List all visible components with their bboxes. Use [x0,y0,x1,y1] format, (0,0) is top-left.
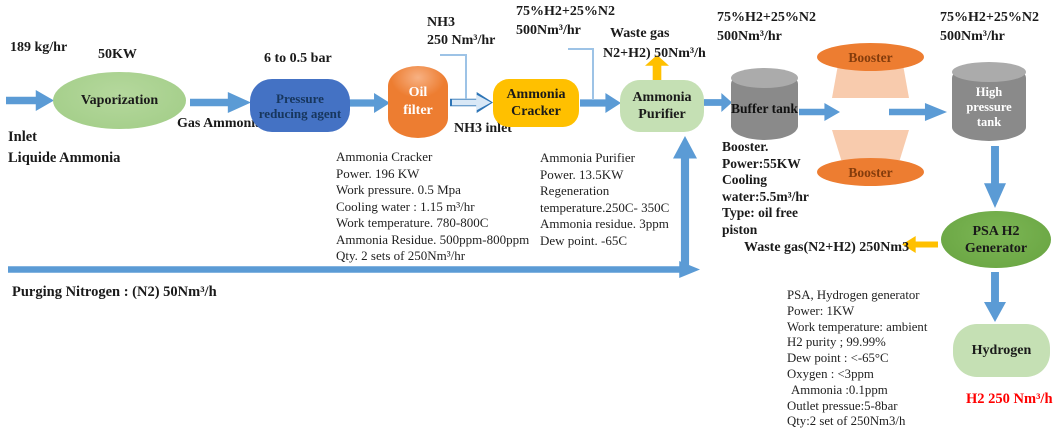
arrow-purifier-to-buffer [704,93,732,112]
booster-spec-line: Cooling [722,172,768,187]
psa-spec-line: Work temperature: ambient [787,319,928,334]
connector-mix1-v [592,48,594,100]
psa-spec-line: Ammonia :0.1ppm [791,382,888,397]
psa-spec-line: PSA, Hydrogen generator [787,288,920,302]
node-pressure-reducing-label: Pressure reducing agent [258,90,342,121]
label-mix2: 75%H2+25%N2 500Nm³/hr [717,8,816,46]
node-ammonia-purifier: Ammonia Purifier [620,80,704,132]
label-waste1-line2: N2+H2) 50Nm³/h [603,46,706,61]
psa-spec-line: H2 purity ; 99.99% [787,335,886,350]
arrow-booster-to-hightank [889,103,947,121]
node-vaporization: Vaporization [53,72,186,129]
arrow-psa-to-hydrogen [984,272,1006,322]
node-vaporization-label: Vaporization [80,93,159,108]
cracker-spec-line: Work temperature. 780-800C [336,215,489,230]
cracker-spec-line: Work pressure. 0.5 Mpa [336,182,461,197]
booster-spec-line: Booster. [722,139,769,154]
psa-spec-line: Qty:2 set of 250Nm3/h [787,414,906,429]
psa-spec-line: Power: 1KW [787,303,855,318]
node-pressure-reducing: Pressure reducing agent [250,79,350,132]
label-purging-nitrogen: Purging Nitrogen : (N2) 50Nm³/h [12,284,217,300]
booster-spec-line: Power:55KW [722,155,801,171]
arrow-fill [452,94,491,111]
label-mix2-line2: 500Nm³/hr [717,29,782,44]
booster-spec-block: Booster. Power:55KW Cooling water:5.5m³/… [722,139,809,238]
cracker-spec-line: Power. 196 KW [336,165,420,181]
label-inlet-line2: Liquide Ammonia [8,150,121,166]
node-psa-generator: PSA H2 Generator [941,211,1051,268]
node-high-pressure-tank-label: High pressure tank [966,85,1012,129]
connector-nh3-h [440,54,467,56]
cracker-spec-block: Ammonia Cracker Power. 196 KW Work press… [336,149,529,265]
arrow-pressure-to-oilfilter [348,93,390,113]
psa-spec-line: Dew point : <-65°C [787,351,889,366]
psa-spec-block: PSA, Hydrogen generator Power: 1KW Work … [787,288,927,430]
psa-spec-line: Oxygen : <3ppm [787,366,874,381]
label-waste-gas-1: Waste gas N2+H2) 50Nm³/h [603,24,706,64]
label-gas-ammonia: Gas Ammonia [177,116,263,131]
node-ammonia-purifier-label: Ammonia Purifier [632,90,692,122]
booster-spec-line: piston [722,221,758,237]
arrow-oilfilter-to-cracker [450,92,493,113]
node-ammonia-cracker: Ammonia Cracker [493,79,579,127]
purifier-spec-line: Ammonia Purifier [540,150,635,165]
label-mix3: 75%H2+25%N2 500Nm³/hr [940,8,1039,46]
arrow-hightank-to-psa [984,146,1006,208]
purifier-spec-line: temperature.250C- 350C [540,199,670,215]
node-hydrogen-label: Hydrogen [971,343,1032,358]
booster-spec-line: water:5.5m³/hr [722,188,809,204]
node-booster-top: Booster [817,43,924,71]
booster-funnel-top [832,68,909,98]
cracker-spec-line: Qty. 2 sets of 250Nm³/hr [336,248,466,263]
label-mix1: 75%H2+25%N2 500Nm³/hr [516,2,615,40]
node-buffer-tank-label: Buffer tank [731,101,798,116]
cracker-spec-line: Ammonia Residue. 500ppm-800ppm [336,231,530,247]
connector-mix1-h [568,48,594,50]
purifier-spec-line: Power. 13.5KW [540,166,624,182]
cracker-spec-line: Ammonia Cracker [336,149,433,164]
arrow-inlet [6,90,54,111]
purifier-spec-line: Regeneration [540,183,610,198]
node-oil-filter: Oil filter [388,66,448,138]
node-booster-bottom: Booster [817,158,924,186]
connector-nh3-v [465,54,467,99]
label-nh3-line2: 250 Nm³/hr [427,33,496,48]
label-mix3-line2: 500Nm³/hr [940,29,1005,44]
label-inlet: Inlet Liquide Ammonia [8,127,120,169]
node-high-pressure-tank: High pressure tank [952,62,1026,141]
cracker-spec-line: Cooling water : 1.15 m³/hr [336,198,475,214]
node-booster-top-label: Booster [848,49,893,65]
label-waste1-line1: Waste gas [610,26,670,41]
node-booster-bottom-label: Booster [848,164,893,180]
booster-spec-line: Type: oil free [722,205,798,220]
booster-funnel-bottom [832,130,909,160]
arrow-vaporization-to-pressure [190,92,251,113]
purifier-spec-line: Dew point. -65C [540,232,628,248]
purifier-spec-line: Ammonia residue. 3ppm [540,216,669,231]
arrow-cracker-to-purifier [580,93,621,113]
psa-spec-line: Outlet pressue:5-8bar [787,398,898,413]
label-vaporizer-power: 50KW [98,47,137,62]
label-mix3-line1: 75%H2+25%N2 [940,10,1039,25]
label-nh3-flow: NH3 250 Nm³/hr [427,14,495,50]
label-mix1-line2: 500Nm³/hr [516,23,581,38]
label-inlet-line1: Inlet [8,129,37,145]
arrow-purge-nitrogen-vertical [673,136,697,268]
node-psa-generator-label: PSA H2 Generator [964,223,1028,256]
label-nh3-line1: NH3 [427,15,455,30]
label-pressure-range: 6 to 0.5 bar [264,51,332,66]
label-inlet-rate: 189 kg/hr [10,40,68,55]
label-waste-gas-psa: Waste gas(N2+H2) 250Nm3 [744,240,910,255]
node-buffer-tank: Buffer tank [731,68,798,140]
label-mix2-line1: 75%H2+25%N2 [717,10,816,25]
node-ammonia-cracker-label: Ammonia Cracker [506,87,566,119]
label-mix1-line1: 75%H2+25%N2 [516,4,615,19]
label-nh3-inlet: NH3 inlet [454,121,512,136]
purifier-spec-block: Ammonia Purifier Power. 13.5KW Regenerat… [540,150,669,249]
label-h2-output: H2 250 Nm³/h [966,391,1053,407]
arrow-buffer-to-booster [799,103,840,121]
node-oil-filter-label: Oil filter [403,85,433,118]
node-hydrogen: Hydrogen [953,324,1050,377]
